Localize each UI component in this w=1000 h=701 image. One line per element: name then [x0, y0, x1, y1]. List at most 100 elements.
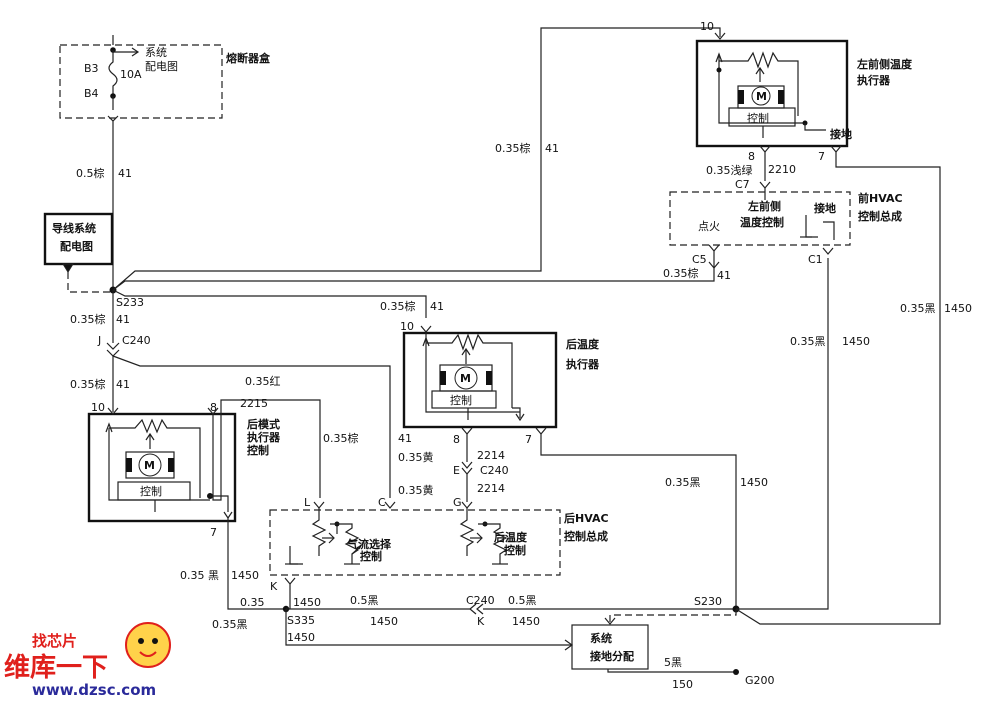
pin7-c-label: 7 — [818, 150, 825, 163]
front-hvac-control — [669, 188, 851, 269]
wire-front-hvac-ground — [736, 258, 829, 610]
ctrl-c-label: 控制 — [747, 111, 769, 125]
wire-2210-label: 2210 — [768, 163, 796, 176]
rear-hvac-label-2: 控制总成 — [564, 529, 608, 543]
rear-temp-ctrl-label-1: 后温度 — [494, 530, 528, 544]
wire-150-label: 150 — [672, 678, 693, 691]
rear-hvac-label-1: 后HVAC — [564, 511, 609, 525]
wire-to-sys-ground — [285, 609, 572, 646]
black-label-d: 0.35黑 — [900, 302, 936, 315]
rear-hvac-control — [269, 501, 561, 585]
wire-to-lf-actuator — [112, 27, 721, 291]
pin-g-label: G — [453, 496, 462, 509]
ctrl-b-label: 控制 — [450, 393, 472, 407]
yellow-label-a: 0.35黄 — [398, 450, 434, 464]
yellow-label-b: 0.35黄 — [398, 483, 434, 497]
rear-mode-actuator — [87, 399, 321, 523]
c240-j-label: C240 — [122, 334, 151, 347]
fuse-b3-label: B3 — [84, 62, 99, 75]
airflow-label-2: 控制 — [360, 549, 382, 563]
fuse-b4-label: B4 — [84, 87, 99, 100]
left-41-label-b: 41 — [116, 378, 130, 391]
black-5-label: 5黑 — [664, 656, 682, 669]
wire-035-k-label: 0.35 — [240, 596, 265, 609]
c240-j-connector — [106, 342, 120, 350]
rear-temp-label-2: 执行器 — [566, 357, 600, 371]
splice-s230-label: S230 — [694, 595, 722, 608]
wire-2214-a-label: 2214 — [477, 449, 505, 462]
left-41-label-a: 41 — [116, 313, 130, 326]
wire-1450-h-label: 1450 — [287, 631, 315, 644]
wire-lf-ground — [735, 151, 941, 625]
wire-1450-b-label: 1450 — [740, 476, 768, 489]
rear-mode-label-1: 后模式 — [247, 417, 280, 431]
motor-b-label: M — [460, 372, 471, 385]
pin8-a-label: 8 — [210, 401, 217, 414]
wiring-system-label-1: 导线系统 — [52, 221, 96, 235]
pin10-a-label: 10 — [91, 401, 105, 414]
top-brown-label: 0.35棕 — [495, 141, 531, 155]
wire-to-rear-hvac-c — [112, 355, 391, 498]
fuse-sys-label-1: 系统 — [145, 46, 167, 59]
motor-c-label: M — [756, 90, 767, 103]
wire-rear-mode-ground — [227, 518, 290, 610]
ignition-label: 点火 — [698, 220, 720, 233]
splice-s335-label: S335 — [287, 614, 315, 627]
pin7-a-label: 7 — [210, 526, 217, 539]
ctrl-a-label: 控制 — [140, 484, 162, 498]
fuse-box-title: 熔断器盒 — [226, 51, 271, 65]
red-wire-label: 0.35红 — [245, 375, 281, 388]
watermark-logo — [125, 622, 171, 668]
fuse-rating-label: 10A — [120, 68, 142, 81]
sys-ground-label-2: 接地分配 — [590, 649, 634, 663]
rear-temp-label-1: 后温度 — [566, 337, 600, 351]
conn-e-label: E — [453, 464, 460, 477]
black-label-a: 0.35 黑 — [180, 569, 219, 582]
wire-1450-a-label: 1450 — [231, 569, 259, 582]
pin7-b-label: 7 — [525, 433, 532, 446]
fuse-sys-label-2: 配电图 — [145, 60, 178, 73]
front-41-label: 41 — [717, 269, 731, 282]
brown-wire-label-c: 0.35棕 — [323, 431, 359, 445]
front-brown-label: 0.35棕 — [663, 266, 699, 280]
rear-mode-label-2: 执行器 — [247, 430, 281, 444]
conn-k-a-label: K — [270, 580, 278, 593]
wire-05brown-label: 0.5棕 — [76, 166, 105, 180]
wire-rear-temp-ground — [540, 434, 737, 609]
wire-2215-label: 2215 — [240, 397, 268, 410]
front-hvac-label-1: 前HVAC — [858, 191, 903, 205]
conn-j-label: J — [97, 334, 101, 347]
c240-e-label: C240 — [480, 464, 509, 477]
black-label-c: 0.35黑 — [790, 335, 826, 348]
rear-temp-ctrl-label-2: 控制 — [504, 543, 526, 557]
watermark-brand-top: 找芯片 — [32, 632, 77, 650]
splice-s233-label: S233 — [116, 296, 144, 309]
mid-brown-label: 0.35棕 — [380, 299, 416, 313]
ground-a-label: 接地 — [830, 127, 852, 141]
black-05-label-b: 0.5黑 — [508, 594, 537, 607]
lf-temp-ctrl-label-2: 温度控制 — [740, 215, 784, 229]
black-05-label-a: 0.5黑 — [350, 594, 379, 607]
pin10-c-label: 10 — [700, 20, 714, 33]
c5-label: C5 — [692, 253, 707, 266]
system-ground-box — [571, 624, 739, 675]
rear-temp-actuator — [402, 325, 558, 429]
g200-label: G200 — [745, 674, 775, 687]
left-brown-label-b: 0.35棕 — [70, 377, 106, 391]
c240-k-label: C240 — [466, 594, 495, 607]
lf-temp-label-2: 执行器 — [857, 73, 891, 87]
fuse-box — [59, 35, 223, 122]
left-brown-label-a: 0.35棕 — [70, 312, 106, 326]
wiring-system-box — [43, 212, 114, 293]
pin10-b-label: 10 — [400, 320, 414, 333]
lf-temp-ctrl-label-1: 左前侧 — [747, 199, 781, 213]
pin-l-label: L — [304, 496, 311, 509]
airflow-label-1: 气流选择 — [346, 537, 392, 551]
watermark-brand-cn: 维库一下 — [4, 652, 108, 683]
lightgreen-label: 0.35浅绿 — [706, 163, 753, 177]
ground-b-label: 接地 — [814, 201, 836, 215]
pin8-c-label: 8 — [748, 150, 755, 163]
wire-41-c-label: 41 — [398, 432, 412, 445]
